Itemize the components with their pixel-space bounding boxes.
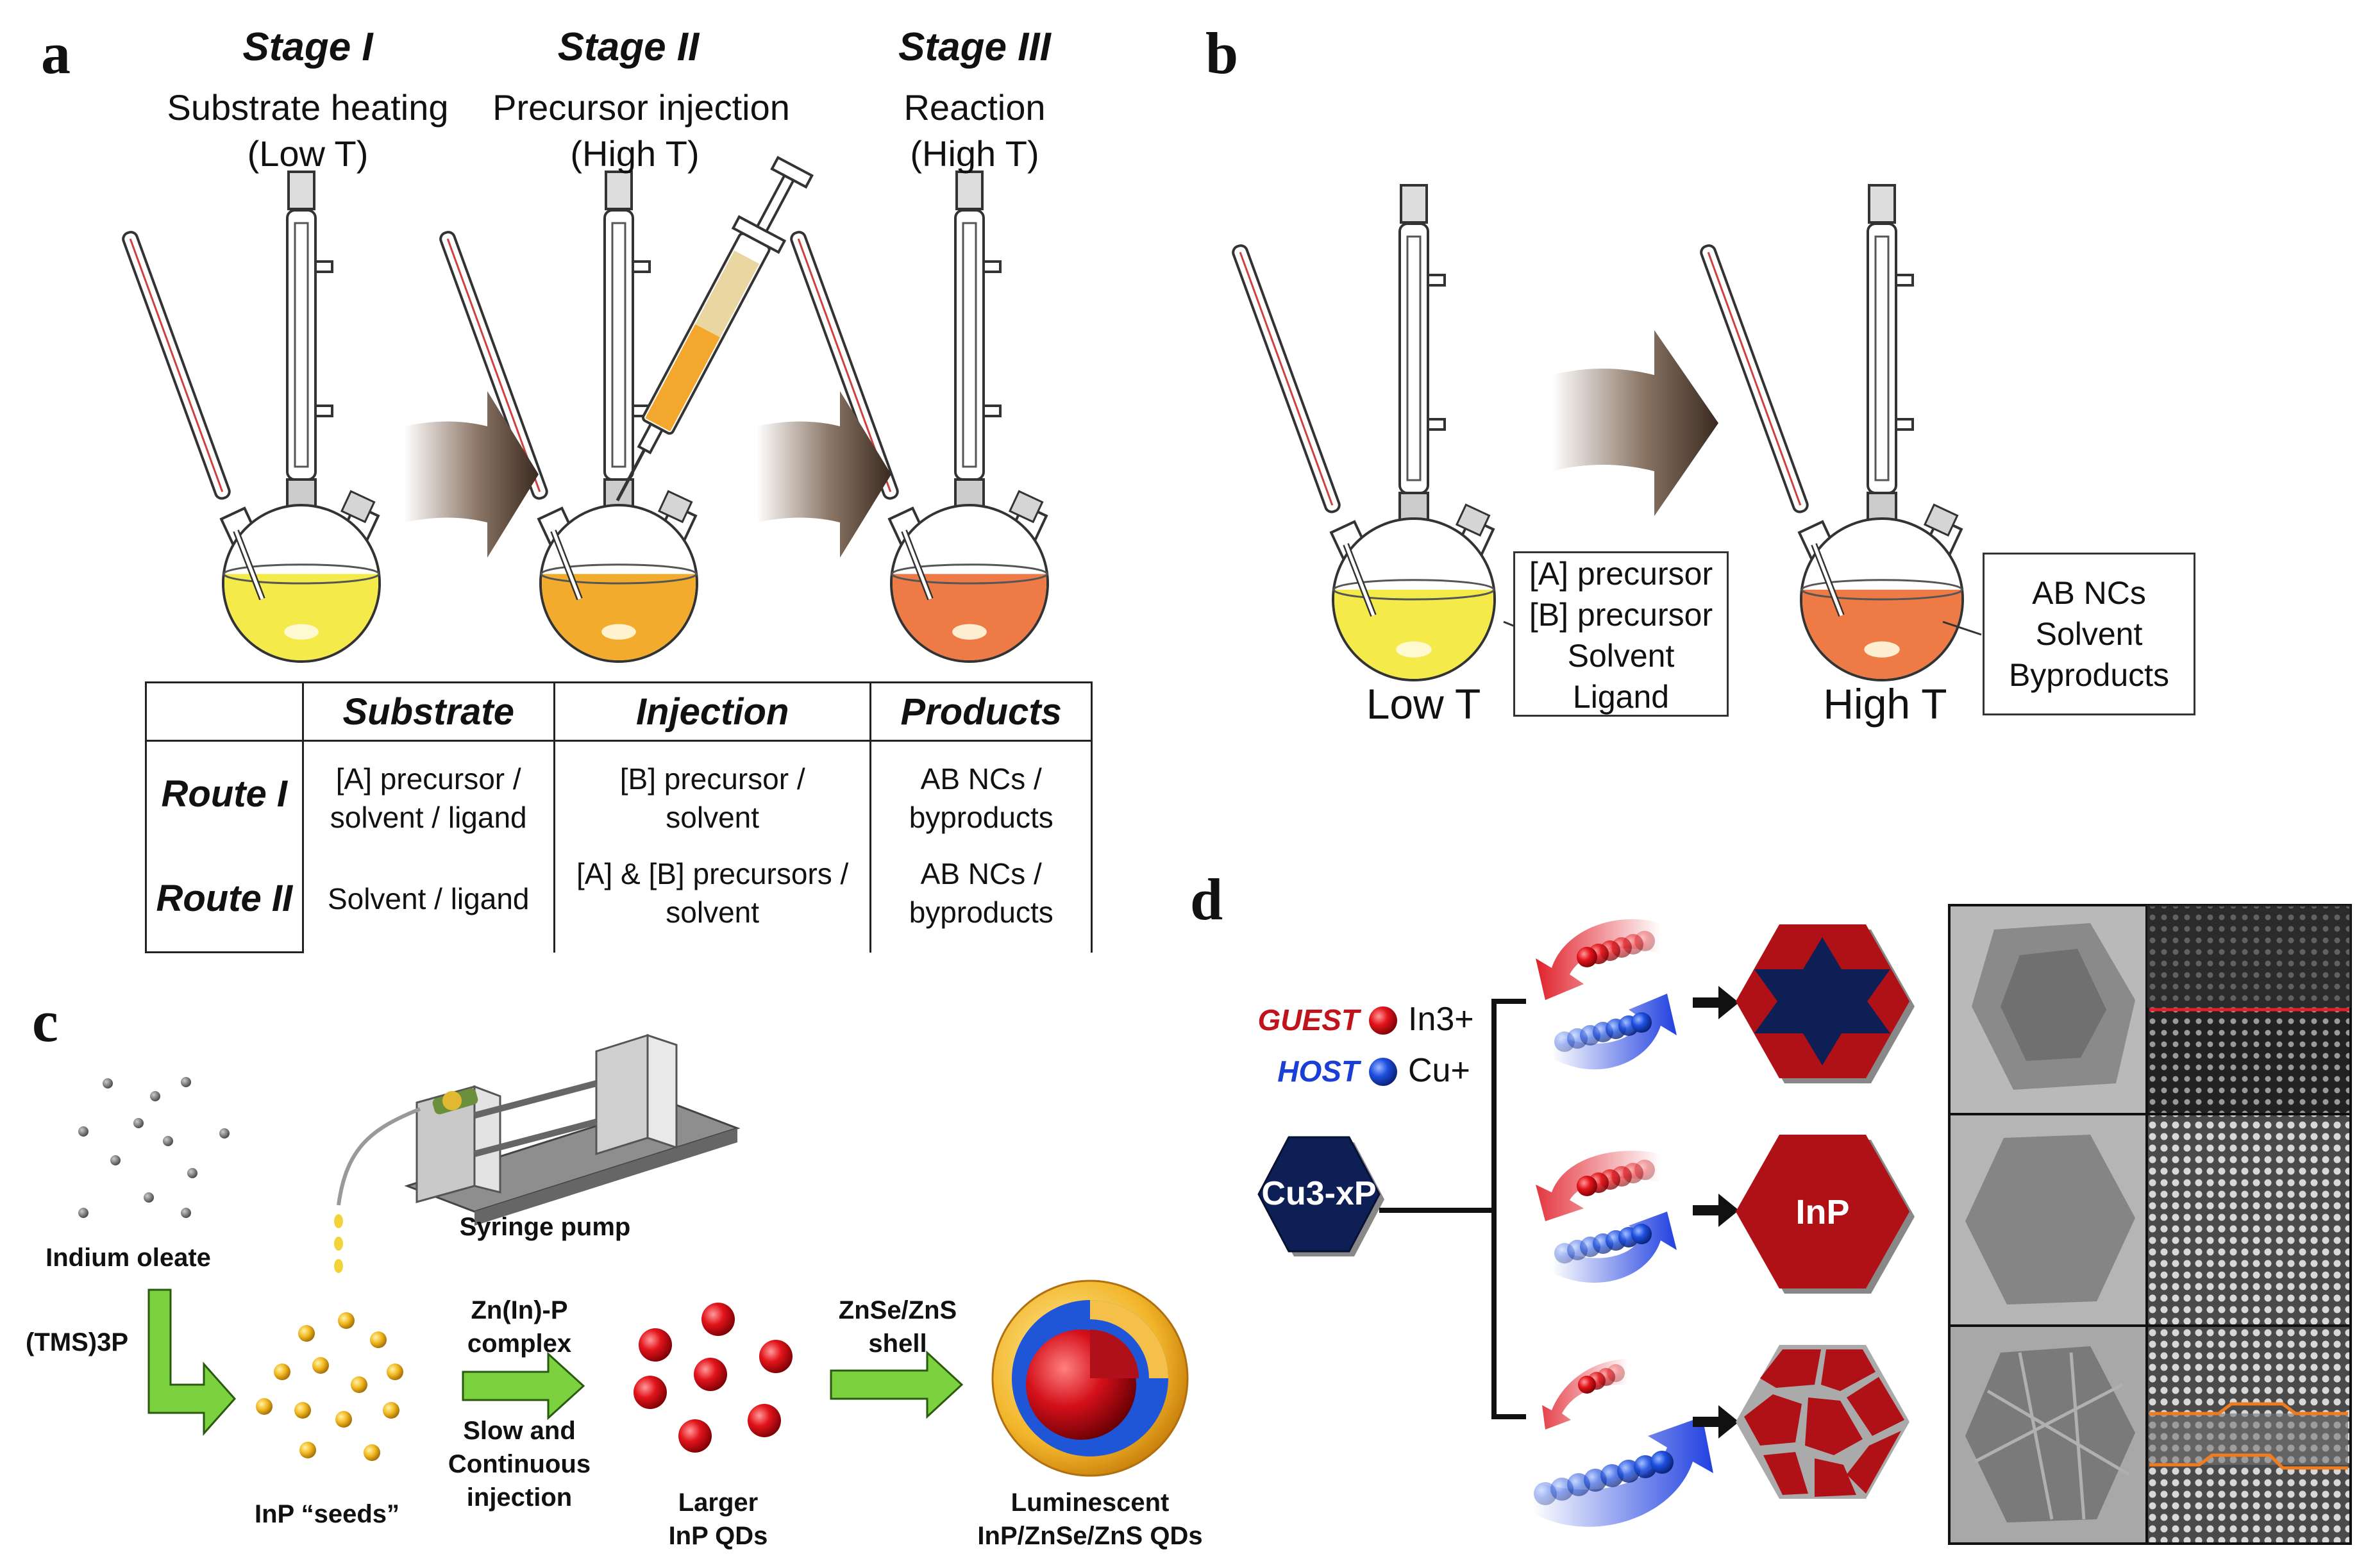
- ion-ball: [1631, 1224, 1652, 1244]
- inp-label: InP: [1795, 1193, 1850, 1231]
- table-header-injection: Injection: [553, 681, 872, 742]
- panel-letter-a: a: [41, 21, 71, 86]
- green-arrow-1: [462, 1351, 585, 1421]
- route-2-label: Route II: [145, 846, 304, 953]
- panel-b-flasks: [1232, 184, 1964, 681]
- stage-3-process: Reaction: [903, 87, 1046, 128]
- flask-stage-1: [122, 171, 381, 663]
- ion-ball: [1650, 1451, 1674, 1474]
- stage-arrow-1: [404, 391, 539, 558]
- table-header-empty: [145, 681, 304, 742]
- route-table: Substrate Injection Products Route I [A]…: [145, 681, 1093, 953]
- route-2-substrate: Solvent / ligand: [301, 846, 555, 953]
- stage-2-title: Stage II: [557, 25, 700, 69]
- route-2-products: AB NCs /byproducts: [869, 846, 1093, 953]
- inp-seeds: [256, 1312, 403, 1461]
- table-header-substrate: Substrate: [301, 681, 555, 742]
- stage-arrow-2: [757, 391, 891, 558]
- host-label: HOST: [1277, 1055, 1359, 1088]
- dripping-drops: [334, 1214, 343, 1273]
- guest-ion-label: In3+: [1408, 1001, 1474, 1038]
- flask-low-t: [1232, 184, 1496, 681]
- stage-2-temp: (High T): [570, 133, 700, 174]
- core-shell-qd-icon: [991, 1280, 1189, 1477]
- route-1-label: Route I: [145, 740, 304, 846]
- branch-lines: [1379, 999, 1526, 1419]
- leader-line-b-right: [1942, 621, 1982, 636]
- inp-hexagon: [1736, 1135, 1915, 1294]
- green-arrow-2: [830, 1350, 964, 1419]
- stage-3-title: Stage III: [898, 25, 1051, 69]
- guest-ball-icon: [1369, 1006, 1397, 1035]
- tms3p-label: (TMS)3P: [26, 1328, 128, 1356]
- indium-oleate-dots: [78, 1077, 230, 1218]
- stage-1-title: Stage I: [242, 25, 373, 69]
- host-ion-label: Cu+: [1408, 1052, 1470, 1089]
- syringe-pump-label: Syringe pump: [459, 1213, 631, 1241]
- ion-ball: [1577, 1176, 1597, 1196]
- route-1-substrate: [A] precursor /solvent / ligand: [301, 740, 555, 846]
- flask-stage-2: [439, 171, 698, 663]
- larger-inp-qds: [634, 1303, 793, 1453]
- route-1-products: AB NCs /byproducts: [869, 740, 1093, 846]
- green-l-arrow: [147, 1289, 237, 1436]
- hexagon-fragmented: [1736, 1345, 1909, 1499]
- panel-letter-d: d: [1190, 867, 1223, 932]
- cu3-xp-hexagon: [1257, 1136, 1384, 1256]
- indium-oleate-label: Indium oleate: [46, 1244, 211, 1272]
- stage-3-temp: (High T): [910, 133, 1039, 174]
- table-header-products: Products: [869, 681, 1093, 742]
- panel-a-flasks: [122, 171, 1049, 663]
- stage-1-process: Substrate heating: [167, 87, 449, 128]
- syringe-icon: [616, 156, 814, 502]
- flask-stage-3: [790, 171, 1049, 663]
- syringe-pump-icon: [337, 1033, 741, 1226]
- panel-letter-b: b: [1205, 21, 1239, 86]
- hexagon-partial-exchange: [1736, 924, 1915, 1083]
- route-1-injection: [B] precursor /solvent: [553, 740, 872, 846]
- stage-2-process: Precursor injection: [492, 87, 790, 128]
- host-ball-icon: [1369, 1058, 1397, 1086]
- stage-1-temp: (Low T): [247, 133, 369, 174]
- tem-images: [1948, 904, 2352, 1545]
- flask-high-t: [1700, 184, 1964, 681]
- panel-letter-c: c: [32, 988, 58, 1054]
- arc-balls: [1534, 931, 1674, 1505]
- core-label: Cu3-xP: [1261, 1175, 1377, 1212]
- ion-ball: [1578, 1376, 1596, 1394]
- ion-ball: [1631, 1012, 1652, 1033]
- low-t-label: Low T: [1366, 680, 1481, 728]
- route-2-injection: [A] & [B] precursors /solvent: [553, 846, 872, 953]
- inp-seeds-label: InP “seeds”: [254, 1500, 400, 1528]
- guest-label: GUEST: [1257, 1003, 1359, 1037]
- result-arrows: [1693, 986, 1739, 1439]
- high-t-label: High T: [1823, 680, 1947, 728]
- ion-ball: [1577, 947, 1597, 967]
- exchange-arcs: [1532, 919, 1713, 1527]
- temp-arrow: [1552, 330, 1718, 516]
